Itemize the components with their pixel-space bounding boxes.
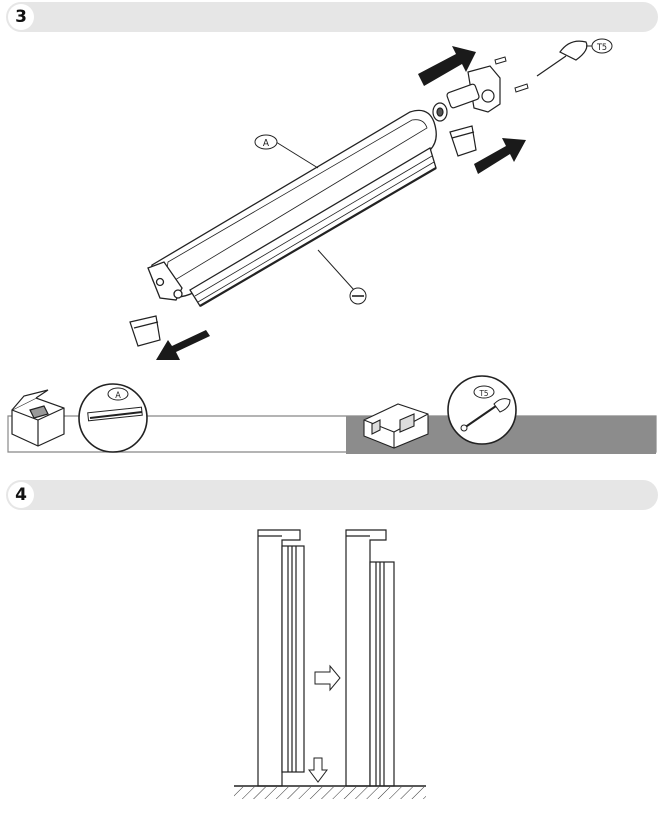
- step-4-header: 4: [6, 480, 658, 510]
- step-3-number: 3: [8, 4, 34, 30]
- arrow-down-left: [156, 330, 210, 360]
- profile-right: [345, 529, 395, 787]
- package-box-icon: [11, 389, 65, 447]
- floor-hatch: [234, 785, 426, 799]
- arrow-right-outline: [314, 664, 341, 692]
- inset-t5-tool: T5: [447, 375, 517, 445]
- end-bracket-right: [432, 65, 501, 122]
- profile-left: [257, 529, 305, 787]
- screwdriver-icon: [536, 40, 588, 77]
- clip-right: [449, 125, 477, 157]
- arrow-up-right-1: [418, 46, 476, 86]
- label-t5-callout: T5: [586, 38, 613, 54]
- inset-t5-label: T5: [479, 389, 489, 398]
- slot-indicator: [317, 249, 367, 305]
- inset-part-a: A: [78, 383, 148, 453]
- label-t5-text: T5: [596, 43, 607, 53]
- screws: [494, 56, 529, 93]
- label-a-text: A: [263, 138, 270, 149]
- step-3-header: 3: [6, 2, 658, 32]
- clip-left: [129, 315, 161, 347]
- tool-tray-icon: [363, 403, 429, 449]
- inset-a-label: A: [115, 391, 121, 401]
- arrow-up-right-2: [474, 138, 526, 174]
- roller-body-a: [147, 109, 437, 307]
- label-a-callout: A: [254, 134, 319, 169]
- arrow-down-outline: [308, 757, 328, 783]
- step-4-number: 4: [8, 482, 34, 508]
